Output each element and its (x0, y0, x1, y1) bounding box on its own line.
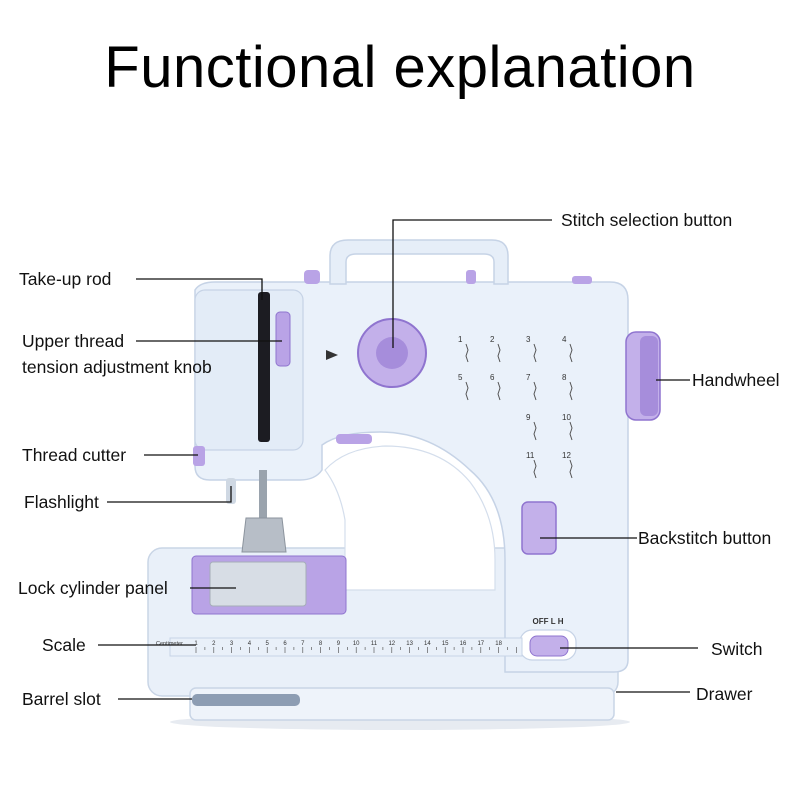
label-switch: Switch (711, 639, 763, 659)
ruler-number: 3 (230, 641, 234, 647)
leader-flashlight (107, 486, 232, 503)
thread-pin (466, 270, 476, 284)
ruler-number: 13 (406, 641, 413, 647)
dial-center (376, 337, 408, 369)
take-up-rod[interactable] (258, 292, 270, 442)
label-stitch-selection-button: Stitch selection button (561, 210, 733, 230)
stitch-glyph-icon (497, 343, 501, 363)
ruler-number: 16 (460, 641, 467, 647)
label-upper-thread-line2: tension adjustment knob (22, 357, 212, 377)
label-barrel-slot: Barrel slot (22, 689, 101, 709)
leader-lines (98, 219, 698, 700)
ruler-number: 8 (319, 641, 323, 647)
stitch-glyph-icon (533, 381, 537, 401)
stitch-number: 1 (458, 335, 463, 344)
stitch-glyph-icon (569, 381, 573, 401)
ruler-number: 14 (424, 641, 431, 647)
thread-pin (304, 270, 320, 284)
stitch-glyph-icon (569, 421, 573, 441)
thread-pin (572, 276, 592, 284)
stitch-glyph-icon (569, 343, 573, 363)
presser-foot (241, 517, 287, 553)
handwheel-grip (640, 336, 658, 416)
stitch-glyph-icon (533, 421, 537, 441)
ruler-number: 10 (353, 641, 360, 647)
backstitch-button[interactable] (521, 501, 557, 555)
stitch-glyph-icon (533, 343, 537, 363)
label-flashlight: Flashlight (24, 492, 99, 512)
stitch-number: 7 (526, 373, 531, 382)
machine-arch (324, 445, 496, 591)
switch[interactable] (529, 635, 569, 657)
needle-bar (259, 470, 267, 520)
ruler-number: 1 (194, 641, 198, 647)
ruler-number: 2 (212, 641, 216, 647)
stitch-number: 6 (490, 373, 495, 382)
barrel-slot[interactable] (192, 694, 300, 706)
carry-handle (329, 239, 509, 285)
stitch-number: 3 (526, 335, 531, 344)
ruler-unit: Centimeter (156, 641, 183, 647)
ruler-number: 5 (266, 641, 270, 647)
ruler-number: 6 (283, 641, 287, 647)
upper-thread-tension-knob[interactable] (275, 311, 291, 367)
switch-text: OFF L H (533, 617, 564, 626)
stitch-number: 2 (490, 335, 495, 344)
leader-stitch-selection (392, 219, 552, 348)
ruler-number: 18 (495, 641, 502, 647)
thread-cutter[interactable] (193, 446, 205, 466)
stitch-glyph-icon (533, 459, 537, 479)
stitch-number: 10 (562, 413, 571, 422)
label-scale: Scale (42, 635, 86, 655)
label-handwheel: Handwheel (692, 370, 780, 390)
stitch-glyph-icon (497, 381, 501, 401)
stitch-number: 4 (562, 335, 567, 344)
label-thread-cutter: Thread cutter (22, 445, 127, 465)
page-title: Functional explanation (104, 35, 696, 100)
ruler-ticks (195, 647, 517, 653)
label-upper-thread-line1: Upper thread (22, 331, 125, 351)
label-drawer: Drawer (696, 684, 753, 704)
stitch-number: 9 (526, 413, 531, 422)
ruler-number: 12 (388, 641, 395, 647)
ruler-number: 15 (442, 641, 449, 647)
ruler-number: 11 (371, 641, 378, 647)
scale (169, 637, 523, 657)
ruler-number: 9 (337, 641, 341, 647)
stitch-number: 8 (562, 373, 567, 382)
stitch-number: 11 (526, 451, 535, 460)
ruler-number: 17 (477, 641, 484, 647)
stitch-number: 12 (562, 451, 571, 460)
stitch-number: 5 (458, 373, 463, 382)
thread-guide-lever (336, 434, 372, 444)
stitch-glyph-icon (465, 343, 469, 363)
leader-take-up-rod (136, 278, 263, 300)
ruler-number: 7 (301, 641, 305, 647)
stitch-glyph-icon (465, 381, 469, 401)
needle-plate (209, 561, 307, 607)
label-backstitch-button: Backstitch button (638, 528, 772, 548)
label-lock-cylinder-panel: Lock cylinder panel (18, 578, 168, 598)
label-take-up-rod: Take-up rod (19, 269, 112, 289)
stitch-glyph-icon (569, 459, 573, 479)
dial-pointer-icon (326, 350, 338, 360)
ruler-number: 4 (248, 641, 252, 647)
